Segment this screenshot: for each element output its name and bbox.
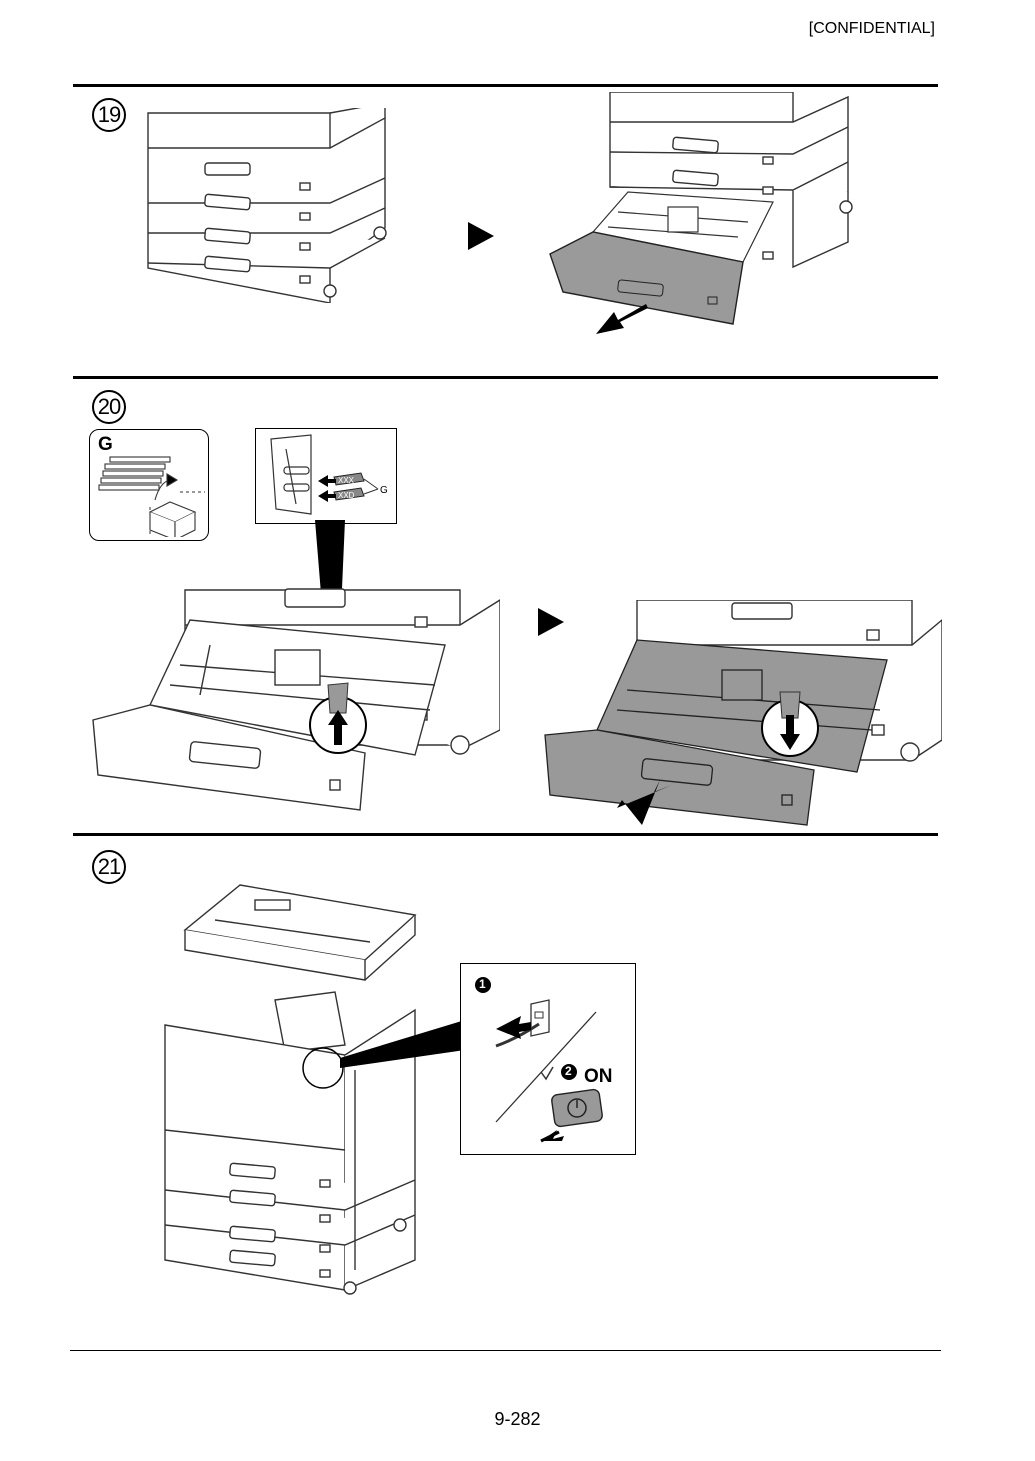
printer-full-illustration [164, 884, 417, 1295]
labels-box-icon [98, 456, 205, 537]
confidential-label: [CONFIDENTIAL] [808, 20, 935, 37]
printer-closed-illustration [147, 108, 387, 303]
callout-pointer [340, 1020, 465, 1068]
label-tag-bottom: XXD [338, 491, 355, 500]
page-number: 9-282 [494, 1409, 541, 1429]
next-arrow-icon [538, 608, 564, 636]
power-on-callout-box: 1 2 ON [460, 963, 636, 1155]
substep-one-number: 1 [479, 977, 486, 991]
step-number: 21 [92, 850, 126, 884]
section-divider [73, 84, 938, 87]
label-attach-detail [270, 434, 379, 515]
next-arrow-icon [468, 222, 494, 250]
label-tag-top: XXX [338, 476, 355, 485]
substep-two-number: 2 [565, 1064, 572, 1078]
printer-drawer-open-illustration [549, 92, 853, 334]
label-pointer-letter: G [380, 485, 388, 496]
section-divider [73, 833, 938, 836]
tray-open-label-illustration [92, 588, 500, 811]
step-number: 19 [92, 98, 126, 132]
tray-closing-illustration [544, 600, 942, 826]
parts-callout-box: G [89, 429, 209, 541]
part-letter: G [98, 434, 113, 455]
power-on-label: ON [584, 1066, 613, 1087]
step-number: 20 [92, 390, 126, 424]
power-on-detail [475, 977, 603, 1143]
section-divider [73, 376, 938, 379]
detail-callout-box: XXX XXD G [255, 428, 397, 524]
footer-divider [70, 1350, 941, 1351]
